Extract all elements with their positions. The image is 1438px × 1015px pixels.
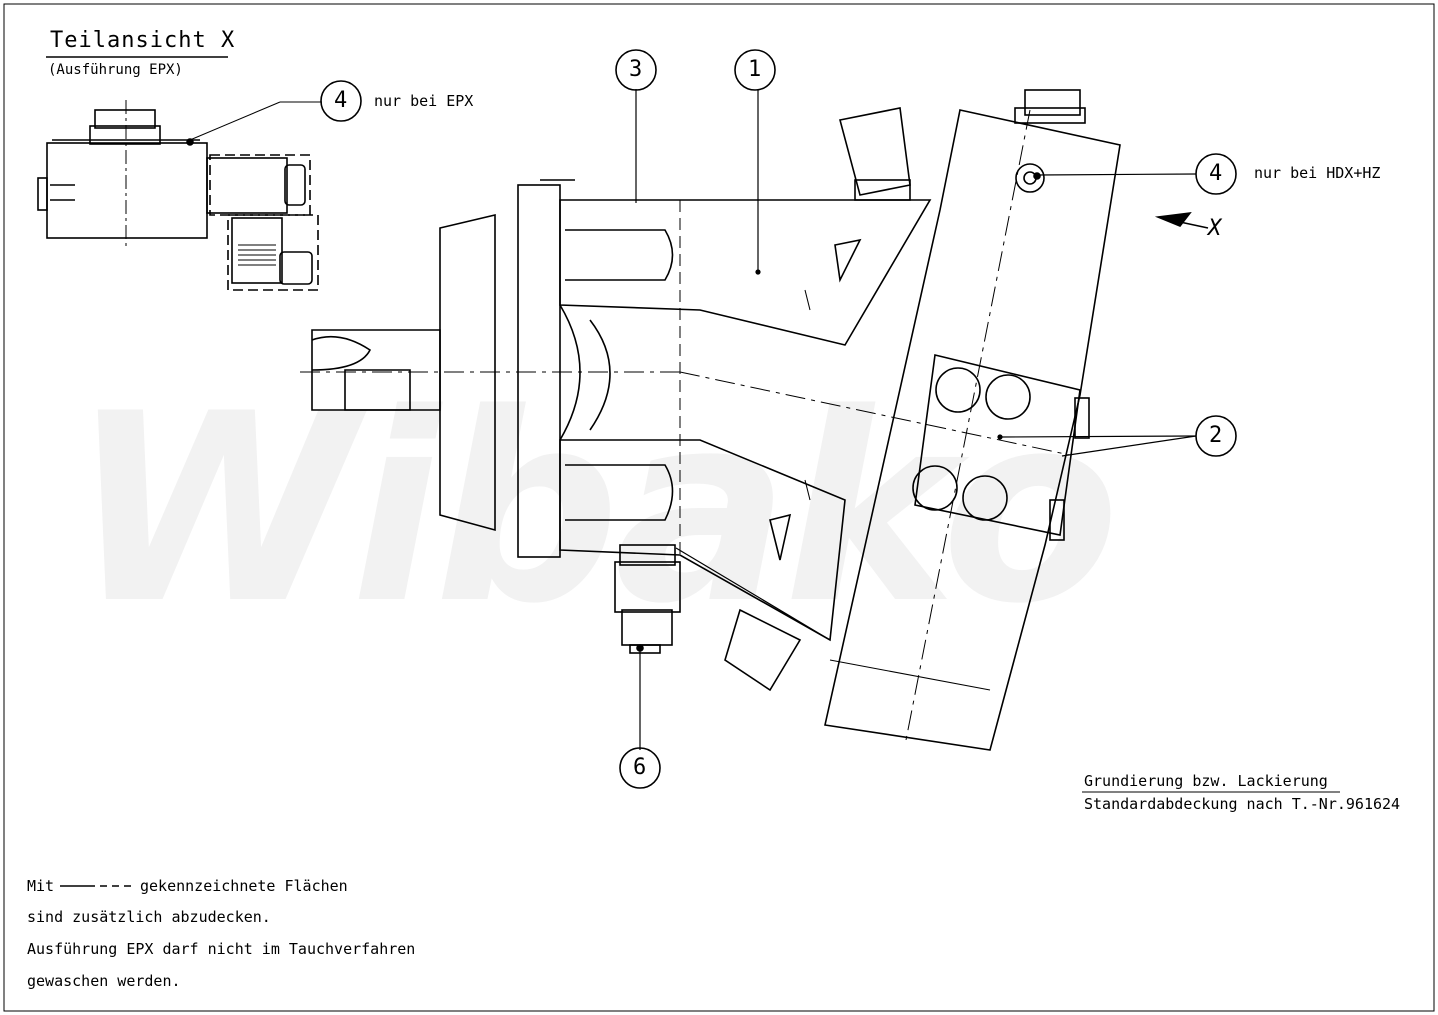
bottom-note-line1-end: gekennzeichnete Flächen bbox=[140, 877, 348, 895]
bottom-note-line1-start: Mit bbox=[27, 877, 55, 895]
callout-circle-1 bbox=[734, 49, 776, 91]
callout-circle-4-epx bbox=[320, 80, 362, 122]
callout-number-2: 2 bbox=[1209, 423, 1223, 448]
callout-circle-6 bbox=[619, 747, 661, 789]
callout-number-3: 3 bbox=[629, 57, 643, 82]
callout-circle-4-hdx bbox=[1195, 153, 1237, 195]
callout-leaders bbox=[635, 89, 1197, 750]
callout-circle-3 bbox=[615, 49, 657, 91]
callout-number-6: 6 bbox=[633, 755, 647, 780]
pump-body bbox=[300, 107, 1071, 692]
view-arrow-label: X bbox=[1208, 216, 1222, 241]
primer-note-line2: Standardabdeckung nach T.-Nr.961624 bbox=[1084, 795, 1401, 813]
callout-number-4-epx: 4 bbox=[334, 88, 348, 113]
view-title: Teilansicht X bbox=[50, 28, 236, 53]
control-block bbox=[824, 89, 1121, 751]
primer-note-line1: Grundierung bzw. Lackierung bbox=[1084, 772, 1328, 790]
callout-note-hdx: nur bei HDX+HZ bbox=[1254, 164, 1381, 182]
bottom-note-line2: sind zusätzlich abzudecken. bbox=[27, 908, 271, 926]
callout-circles bbox=[320, 49, 1237, 789]
callout-note-epx: nur bei EPX bbox=[374, 92, 474, 110]
screw-fitting bbox=[614, 544, 681, 654]
view-arrow-x bbox=[1154, 211, 1209, 229]
callout-number-1: 1 bbox=[748, 57, 762, 82]
bottom-note-line3: Ausführung EPX darf nicht im Tauchverfah… bbox=[27, 940, 416, 958]
partial-view-x bbox=[37, 100, 322, 291]
bottom-note-line4: gewaschen werden. bbox=[27, 972, 181, 990]
callout-number-4-hdx: 4 bbox=[1209, 161, 1223, 186]
callout-circle-2 bbox=[1195, 415, 1237, 457]
view-subtitle: (Ausführung EPX) bbox=[48, 62, 183, 78]
